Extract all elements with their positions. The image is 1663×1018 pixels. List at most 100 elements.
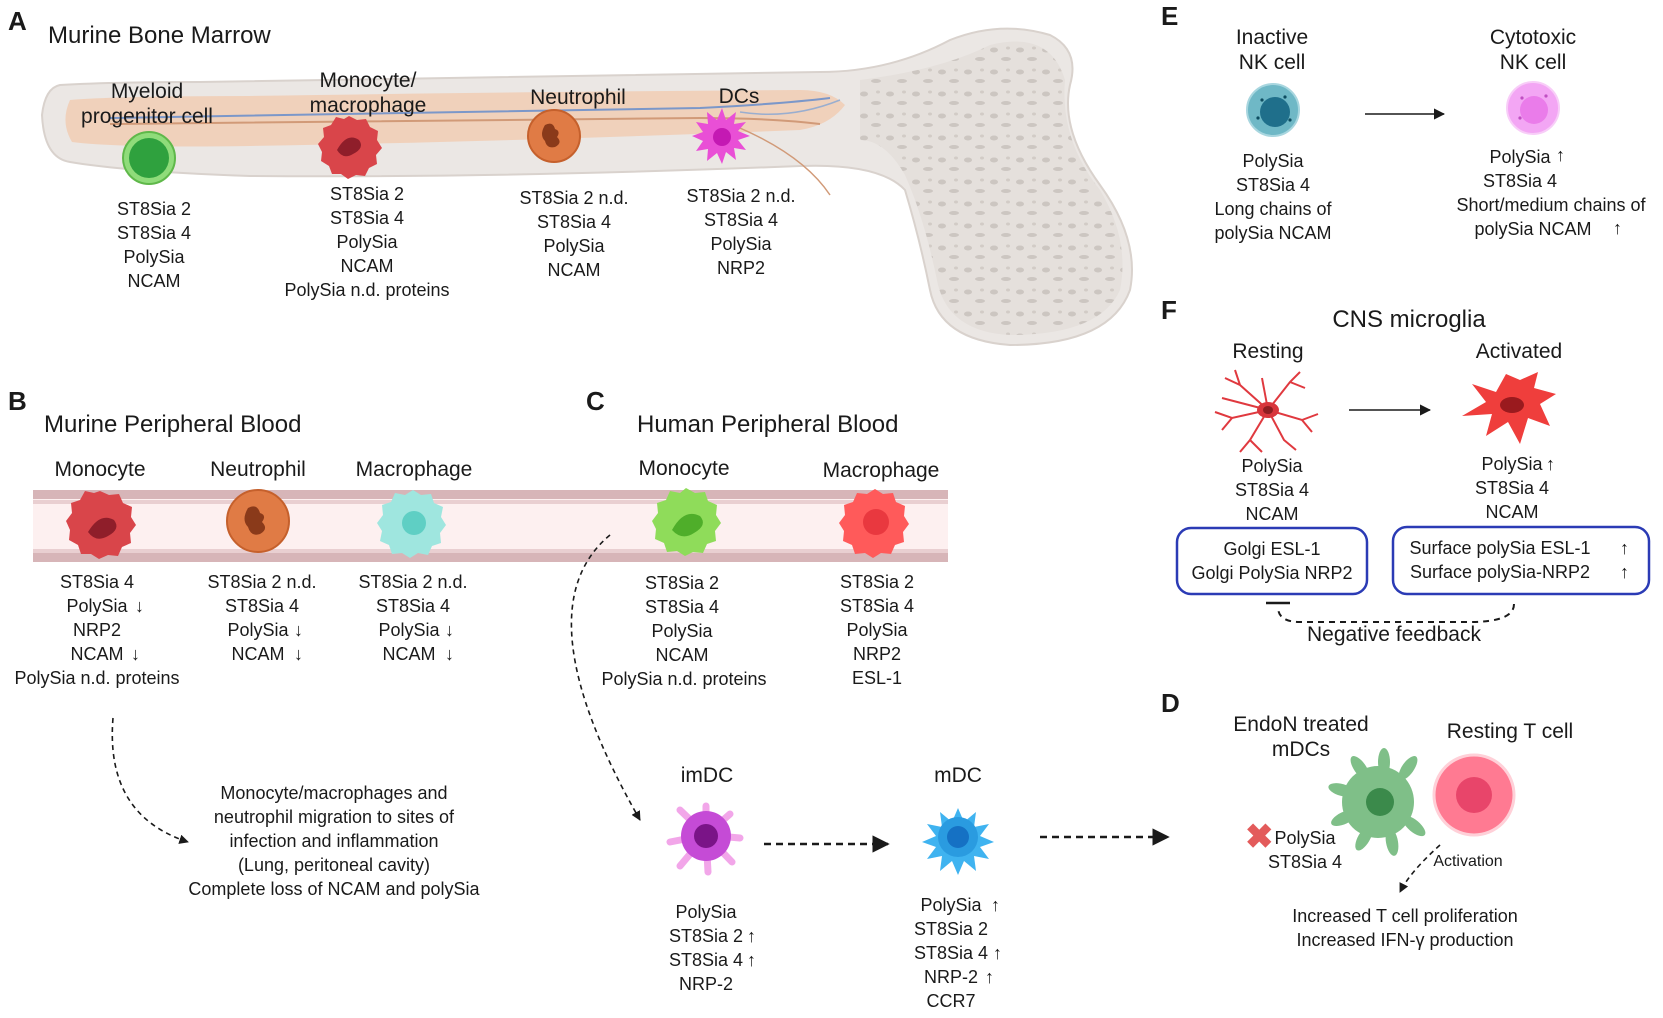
- myeloid-progenitor-cell: [122, 131, 176, 185]
- marker: PolySia: [1274, 828, 1336, 848]
- blood-vessel: [33, 490, 948, 562]
- marker: ST8Sia 2: [645, 573, 719, 593]
- marker: ST8Sia 2 n.d.: [358, 572, 467, 592]
- cell-name: Monocyte: [638, 457, 729, 480]
- marker: ST8Sia 2 n.d.: [519, 188, 628, 208]
- marker: NCAM: [128, 271, 181, 291]
- c-macrophage-labels: Macrophage ST8Sia 2 ST8Sia 4 PolySia NRP…: [823, 459, 940, 688]
- marker: PolySia n.d. proteins: [14, 668, 179, 688]
- cell-name: progenitor cell: [81, 105, 213, 128]
- cell-name: NK cell: [1500, 51, 1567, 74]
- box-line: Surface polySia ESL-1: [1409, 538, 1590, 558]
- marker: ST8Sia 4: [537, 212, 611, 232]
- box-line: Golgi ESL-1: [1223, 539, 1320, 559]
- marker: NCAM: [232, 644, 285, 664]
- marker: PolySia: [66, 596, 128, 616]
- negative-feedback-line: [1277, 603, 1515, 623]
- cell-name: DCs: [719, 85, 760, 108]
- down-arrow-icon: ↓: [294, 620, 303, 640]
- panel-a: A Murine Bone Marrow: [8, 6, 1133, 347]
- macrophage-cell-c: [839, 489, 909, 558]
- marker: ST8Sia 4: [117, 223, 191, 243]
- marker: ST8Sia 4: [1475, 478, 1549, 498]
- dendritic-cell-a: [692, 108, 750, 164]
- cell-name: Inactive: [1236, 26, 1308, 49]
- marker: NCAM: [656, 645, 709, 665]
- note-line: infection and inflammation: [229, 831, 438, 851]
- cell-name: Monocyte/: [320, 69, 417, 92]
- down-arrow-icon: ↓: [294, 644, 303, 664]
- panel-letter-f: F: [1161, 295, 1177, 325]
- activated-microglia: [1462, 372, 1556, 444]
- b-neutrophil-labels: Neutrophil ST8Sia 2 n.d. ST8Sia 4 PolySi…: [207, 458, 316, 664]
- endon-treated-mdc: [1328, 748, 1426, 856]
- down-arrow-icon: ↓: [445, 620, 454, 640]
- neutrophil-cell-a: [527, 109, 581, 163]
- panel-letter-d: D: [1161, 688, 1180, 718]
- migration-arrow: [111, 717, 189, 844]
- marker: PolySia: [123, 247, 185, 267]
- marker: ST8Sia 4: [376, 596, 450, 616]
- inactive-nk-cell: [1246, 83, 1300, 137]
- outcome-line: Increased IFN-γ production: [1296, 930, 1513, 950]
- marker: ESL-1: [852, 668, 902, 688]
- down-arrow-icon: ↓: [131, 644, 140, 664]
- a-cell-2-labels: Monocyte/ macrophage ST8Sia 2 ST8Sia 4 P…: [284, 69, 449, 300]
- b-macrophage-labels: Macrophage ST8Sia 2 n.d. ST8Sia 4 PolySi…: [356, 458, 473, 664]
- cell-name: Resting: [1232, 340, 1303, 363]
- panel-c-title: Human Peripheral Blood: [637, 411, 898, 438]
- a-cell-4-labels: DCs ST8Sia 2 n.d. ST8Sia 4 PolySia NRP2: [686, 85, 795, 278]
- migration-note: Monocyte/macrophages and neutrophil migr…: [188, 783, 480, 899]
- up-arrow-icon: ↑: [747, 926, 756, 946]
- f-activated-markers: PolySia ST8Sia 4 NCAM ↑: [1475, 454, 1555, 522]
- marker: ST8Sia 2: [914, 919, 988, 939]
- marker: ST8Sia 4: [1236, 175, 1310, 195]
- resting-golgi-box: [1175, 526, 1369, 596]
- bone-illustration: [40, 27, 1133, 347]
- cell-name: Myeloid: [111, 80, 183, 103]
- activated-surface-box: [1391, 525, 1651, 596]
- marker: NRP-2: [924, 967, 978, 987]
- up-arrow-icon: ↑: [1556, 145, 1565, 165]
- panel-letter-e: E: [1161, 1, 1178, 31]
- up-arrow-icon: ↑: [1546, 454, 1555, 474]
- panel-letter-c: C: [586, 386, 605, 416]
- marker: NCAM: [341, 256, 394, 276]
- marker: ST8Sia 4: [60, 572, 134, 592]
- cell-name: mDC: [934, 764, 982, 787]
- up-arrow-icon: ↑: [1613, 218, 1622, 238]
- marker: NRP2: [73, 620, 121, 640]
- up-arrow-icon: ↑: [985, 967, 994, 987]
- panel-b-title: Murine Peripheral Blood: [44, 411, 301, 438]
- panel-letter-a: A: [8, 6, 27, 36]
- marker: NCAM: [548, 260, 601, 280]
- marker: NCAM: [1246, 504, 1299, 524]
- macrophage-cell-b: [377, 490, 446, 558]
- box-line: Surface polySia-NRP2: [1410, 562, 1590, 582]
- marker: NCAM: [383, 644, 436, 664]
- marker: PolySia: [378, 620, 440, 640]
- marker: PolySia: [1481, 454, 1543, 474]
- panel-b: B Murine Peripheral Blood Monocyte ST8Si…: [8, 386, 948, 899]
- note-line: neutrophil migration to sites of: [214, 807, 455, 827]
- marker: NRP2: [717, 258, 765, 278]
- up-arrow-icon: ↑: [747, 950, 756, 970]
- cell-name: Activated: [1476, 340, 1562, 363]
- resting-microglia: [1214, 369, 1319, 453]
- panel-d: D EndoN treated mDCs Resting T cell ✖: [1161, 688, 1573, 950]
- marker: ST8Sia 4: [914, 943, 988, 963]
- marker: NCAM: [1486, 502, 1539, 522]
- marker: ST8Sia 4: [669, 950, 743, 970]
- marker: PolySia: [675, 902, 737, 922]
- marker: ST8Sia 2: [117, 199, 191, 219]
- removed-markers: ✖ PolySia ST8Sia 4: [1245, 818, 1342, 872]
- outcome-line: Increased T cell proliferation: [1292, 906, 1517, 926]
- down-arrow-icon: ↓: [135, 596, 144, 616]
- immature-dendritic-cell: [666, 802, 744, 876]
- monocyte-cell-b: [66, 491, 136, 559]
- marker: ST8Sia 4: [330, 208, 404, 228]
- up-arrow-icon: ↑: [991, 895, 1000, 915]
- endon-mdc-label: mDCs: [1272, 738, 1330, 761]
- marker: polySia NCAM: [1474, 219, 1591, 239]
